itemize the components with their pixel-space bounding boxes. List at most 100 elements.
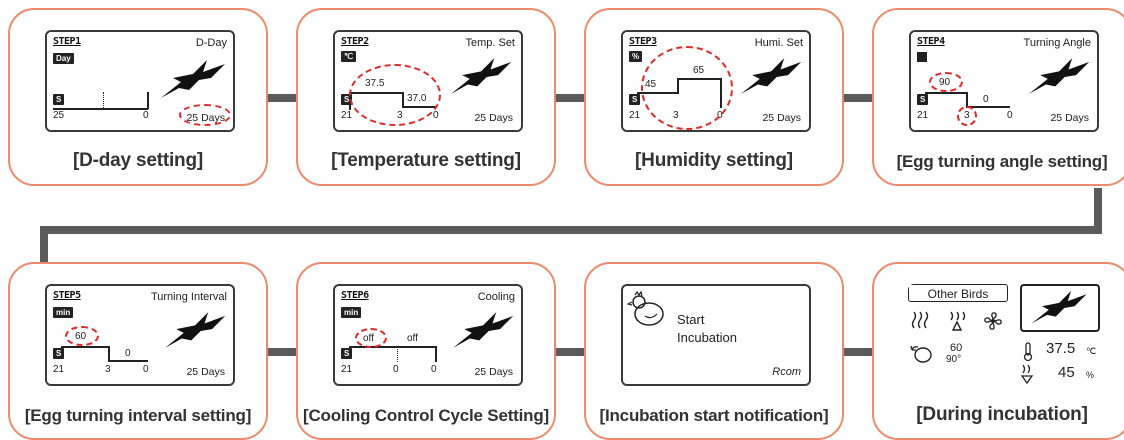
- highlight-oval: [65, 326, 99, 346]
- turn-interval-value: 60: [950, 342, 963, 354]
- lcd-screen: STEP6 Cooling min S off off 21 0 0 25 Da…: [333, 284, 523, 386]
- flow-connector: [40, 226, 48, 262]
- screen-title: Temp. Set: [465, 37, 515, 49]
- graph-line: [435, 346, 437, 362]
- start-day: 21: [341, 110, 353, 121]
- highlight-oval: [641, 46, 733, 130]
- bird-image-box: [1020, 284, 1100, 332]
- caption: [Temperature setting]: [331, 150, 521, 171]
- thermometer-icon: [1023, 342, 1033, 362]
- card-start-notification: Start Incubation Rcom [Incubation start …: [584, 262, 844, 440]
- card-turning-angle: STEP4 Turning Angle S 90 0 21 3 0 25 Day…: [872, 8, 1124, 186]
- step-label: STEP6: [341, 290, 369, 301]
- lcd-screen: STEP2 Temp. Set ℃ S 37.5 37.0 21 3 0 25 …: [333, 30, 523, 132]
- caption: [During incubation]: [916, 404, 1088, 425]
- start-day: 21: [917, 110, 929, 121]
- bird-type-label: Other Birds: [927, 287, 989, 301]
- humidifier-icon: [950, 311, 966, 331]
- day-badge: Day: [53, 53, 74, 64]
- highlight-oval: [349, 64, 441, 126]
- graph-line: [53, 108, 148, 110]
- graph-line: [966, 106, 1010, 108]
- highlight-oval: [179, 104, 231, 126]
- brand-logo: Rcom: [772, 366, 801, 378]
- lcd-screen: STEP5 Turning Interval min S 60 0 21 3 0…: [45, 284, 235, 386]
- days-value: 25 Days: [186, 366, 225, 378]
- graph-line: [147, 92, 149, 109]
- min-badge: min: [53, 307, 74, 318]
- start-line2: Incubation: [677, 330, 737, 345]
- screen-title: Cooling: [477, 291, 515, 303]
- step-label: STEP1: [53, 36, 81, 47]
- screen-title: D-Day: [195, 37, 227, 49]
- temp-unit-icon: ℃: [341, 51, 356, 62]
- bird-type-box: Other Birds: [908, 284, 1008, 302]
- flow-connector: [844, 94, 874, 102]
- caption: [Egg turning interval setting]: [24, 406, 252, 425]
- start-day: 25: [53, 110, 65, 121]
- start-day: 21: [629, 110, 641, 121]
- card-during-incubation: Other Birds 60 90° 37.5 ℃ 45 % [During i…: [872, 262, 1124, 440]
- caption: [Cooling Control Cycle Setting]: [303, 406, 549, 425]
- flow-connector: [1094, 188, 1102, 234]
- start-day: 21: [341, 364, 353, 375]
- screen-title: Turning Interval: [150, 291, 227, 303]
- start-marker: S: [341, 94, 353, 105]
- humidity-unit-icon: %: [629, 51, 643, 62]
- humidity-unit: %: [1086, 370, 1095, 380]
- lcd-screen: Start Incubation Rcom: [621, 284, 811, 386]
- start-marker: S: [53, 348, 65, 359]
- start-marker: S: [341, 348, 353, 359]
- turning-icon: [910, 345, 932, 363]
- start-marker: S: [629, 94, 641, 105]
- step-label: STEP5: [53, 290, 81, 301]
- lcd-screen: STEP4 Turning Angle S 90 0 21 3 0 25 Day…: [909, 30, 1099, 132]
- bird-icon: [1031, 290, 1087, 324]
- angle-unit-icon: [917, 52, 927, 62]
- end-day: 0: [143, 364, 149, 375]
- days-value: 25 Days: [474, 366, 513, 378]
- start-marker: S: [53, 94, 65, 105]
- cooling-final: off: [407, 333, 418, 344]
- card-temperature: STEP2 Temp. Set ℃ S 37.5 37.0 21 3 0 25 …: [296, 8, 556, 186]
- graph-line: [349, 346, 437, 348]
- card-cooling: STEP6 Cooling min S off off 21 0 0 25 Da…: [296, 262, 556, 440]
- graph-line: [966, 92, 968, 108]
- days-value: 25 Days: [474, 112, 513, 124]
- flow-connector: [40, 226, 1102, 234]
- step-label: STEP2: [341, 36, 369, 47]
- card-dday: STEP1 D-Day Day S 25 0 25 Days [D-day se…: [8, 8, 268, 186]
- bird-icon: [1028, 58, 1090, 94]
- heater-icon: [911, 311, 929, 329]
- min-badge: min: [341, 307, 362, 318]
- card-turning-interval: STEP5 Turning Interval min S 60 0 21 3 0…: [8, 262, 268, 440]
- end-day: 0: [431, 364, 437, 375]
- highlight-oval: [355, 328, 387, 348]
- graph-line: [108, 346, 110, 362]
- bird-icon: [452, 312, 514, 348]
- bird-icon: [161, 60, 225, 98]
- turn-angle-value: 90°: [946, 354, 962, 365]
- highlight-oval: [929, 72, 963, 92]
- days-value: 25 Days: [1050, 112, 1089, 124]
- temperature-unit: ℃: [1086, 346, 1097, 356]
- days-value: 25 Days: [762, 112, 801, 124]
- graph-line: [61, 346, 109, 348]
- end-day: 0: [143, 110, 149, 121]
- lcd-screen: Other Birds 60 90° 37.5 ℃ 45 %: [908, 284, 1104, 386]
- highlight-oval: [957, 106, 977, 126]
- caption: [Incubation start notification]: [599, 406, 829, 425]
- bird-icon: [164, 312, 226, 348]
- card-humidity: STEP3 Humi. Set % S 45 65 21 3 0 25 Days…: [584, 8, 844, 186]
- flow-connector: [268, 94, 298, 102]
- chicken-icon: [627, 290, 664, 326]
- end-day: 0: [1007, 110, 1013, 121]
- start-marker: S: [917, 94, 929, 105]
- flow-connector: [556, 348, 586, 356]
- start-day: 21: [53, 364, 65, 375]
- cursor-line: [397, 346, 398, 362]
- step-label: STEP4: [917, 36, 945, 47]
- step-label: STEP3: [629, 36, 657, 47]
- caption: [Egg turning angle setting]: [896, 152, 1108, 171]
- start-line1: Start: [677, 312, 705, 327]
